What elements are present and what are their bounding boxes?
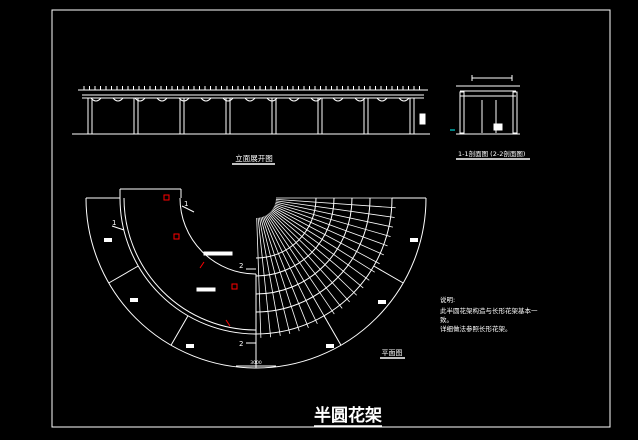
bracket	[134, 97, 146, 102]
section-mark-2a: 2	[239, 262, 243, 270]
plan-block	[186, 344, 194, 348]
rafter-line	[261, 216, 300, 332]
plan-block	[130, 298, 138, 302]
rafter-arc	[255, 197, 335, 277]
rafter-line	[270, 211, 357, 296]
rafter-line	[273, 207, 380, 265]
elevation-rafter-tops	[83, 86, 420, 102]
bracket	[222, 97, 234, 102]
plan-rafters	[255, 197, 396, 338]
rafter-line	[257, 217, 272, 338]
plan-label: 平面图	[382, 349, 403, 357]
rafter-line	[275, 203, 391, 237]
rafter-arc	[255, 197, 353, 295]
radial-line	[323, 315, 342, 346]
bracket	[398, 97, 410, 102]
rafter-line	[275, 201, 394, 228]
notes-heading: 说明:	[440, 295, 455, 304]
bracket	[156, 97, 168, 102]
bracket	[112, 97, 124, 102]
elevation-post	[409, 97, 415, 135]
rafter-line	[256, 217, 262, 338]
bracket	[200, 97, 212, 102]
elevation-post	[87, 97, 93, 135]
rafter-line	[272, 208, 375, 273]
rafter-line	[260, 217, 291, 334]
rafter-line	[264, 215, 318, 325]
rafter-line	[266, 214, 335, 315]
rafter-line	[275, 198, 396, 209]
elevation-label: 立面展开图	[235, 153, 273, 163]
plan-block	[104, 238, 112, 242]
bracket	[376, 97, 388, 102]
elevation-post	[271, 97, 277, 135]
dimension-text: 3000	[250, 360, 262, 366]
drawing-frame	[51, 9, 611, 428]
plan-block	[410, 238, 418, 242]
bracket	[244, 97, 256, 102]
rafter-line	[267, 213, 343, 309]
section-view	[450, 75, 520, 135]
elevation-post	[133, 97, 139, 135]
plan-inner-walk-arc-2	[179, 197, 257, 275]
section-mark-1a: 1	[184, 200, 188, 208]
radial-line	[108, 265, 139, 284]
plan-block	[378, 300, 386, 304]
plan-inner-walk-arc-1	[123, 197, 257, 331]
rafter-line	[263, 216, 309, 328]
drawing-title: 半圆花架	[314, 405, 382, 426]
rafter-line	[271, 210, 364, 289]
plan-view	[85, 188, 427, 369]
radial-line	[373, 265, 404, 284]
rafter-line	[275, 200, 395, 218]
bracket	[288, 97, 300, 102]
rafter-line	[274, 204, 388, 247]
elevation-post	[317, 97, 323, 135]
section-mark-1b: 1	[112, 219, 116, 227]
notes-line-1: 此半圆花架构造与长形花架基本一	[440, 306, 538, 315]
section-mark-2b: 2	[239, 340, 243, 348]
plan-blocks	[104, 238, 418, 348]
elevation-post	[225, 97, 231, 135]
elevation-view	[72, 86, 430, 135]
section-label: 1-1剖面图 (2-2剖面图)	[458, 149, 525, 158]
elevation-post	[179, 97, 185, 135]
rafter-arc	[255, 197, 317, 259]
notes-line-2: 致。	[440, 315, 453, 324]
elevation-posts	[87, 97, 415, 135]
elevation-post	[363, 97, 369, 135]
plan-radial-lines	[108, 265, 404, 368]
rafter-line	[271, 209, 370, 281]
rafter-line	[259, 217, 281, 336]
rafter-line	[274, 205, 385, 256]
bracket	[310, 97, 322, 102]
rafter-line	[265, 215, 327, 320]
plan-block	[326, 344, 334, 348]
rafter-line	[269, 212, 350, 303]
bracket	[332, 97, 344, 102]
rafter-arc	[255, 197, 371, 313]
notes-line-3: 详细做法参照长形花架。	[440, 324, 512, 333]
radial-line	[170, 315, 189, 346]
